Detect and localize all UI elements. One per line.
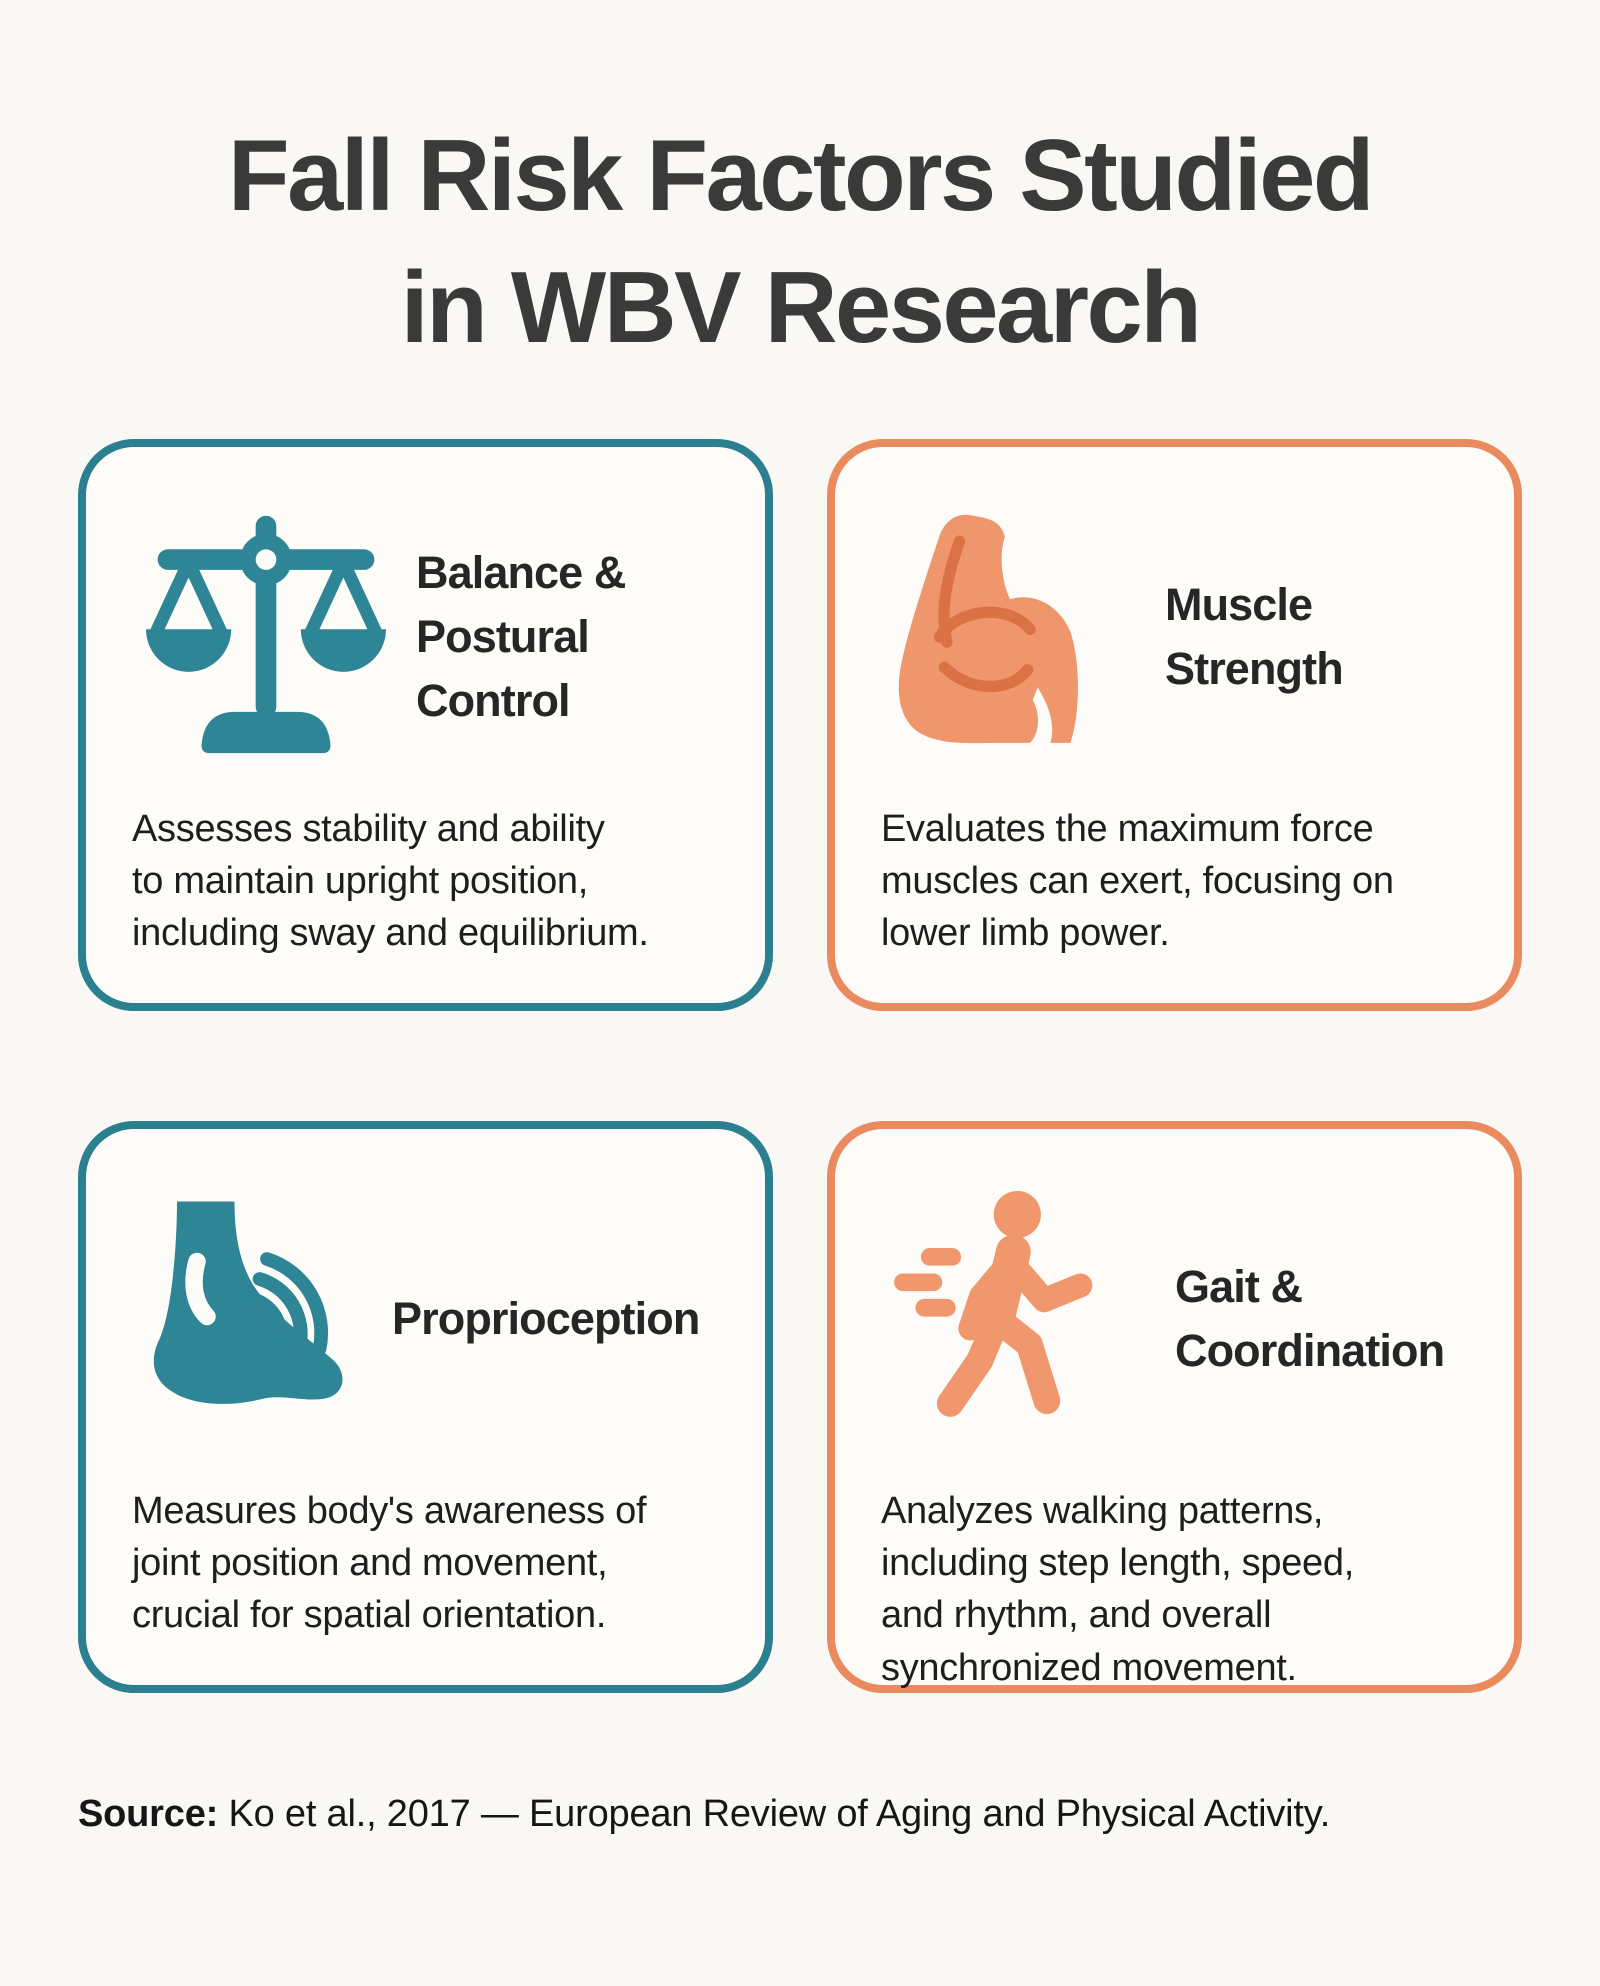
source-line: Source: Ko et al., 2017 — European Revie… [78, 1793, 1522, 1836]
balance-scale-icon [132, 491, 400, 783]
foot-sensation-icon [132, 1184, 382, 1454]
cards-grid: Balance & Postural Control Assesses stab… [78, 438, 1522, 1693]
card-gait-coordination: Gait & Coordination Analyzes walking pat… [827, 1120, 1522, 1693]
card-balance-postural-control: Balance & Postural Control Assesses stab… [78, 438, 773, 1011]
card-header: Balance & Postural Control [132, 481, 739, 793]
card-proprioception: Proprioception Measures body's awareness… [78, 1120, 773, 1693]
card-description: Measures body's awareness of joint posit… [132, 1489, 647, 1637]
card-title: Balance & Postural Control [416, 546, 626, 726]
page-title: Fall Risk Factors Studied in WBV Researc… [227, 120, 1375, 365]
card-title: Gait & Coordination [1175, 1260, 1445, 1376]
walking-person-icon [881, 1181, 1159, 1457]
card-header: Muscle Strength [881, 481, 1488, 793]
source-text: Ko et al., 2017 — European Review of Agi… [228, 1792, 1331, 1835]
card-description: Assesses stability and ability to mainta… [132, 807, 649, 955]
card-title: Muscle Strength [1165, 578, 1344, 694]
card-description: Analyzes walking patterns, including ste… [881, 1489, 1354, 1689]
card-description: Evaluates the maximum force muscles can … [881, 807, 1394, 955]
card-title: Proprioception [392, 1292, 700, 1344]
flexed-bicep-icon [881, 487, 1149, 787]
card-header: Proprioception [132, 1163, 739, 1475]
source-label: Source: [78, 1792, 219, 1835]
card-muscle-strength: Muscle Strength Evaluates the maximum fo… [827, 438, 1522, 1011]
card-header: Gait & Coordination [881, 1163, 1488, 1475]
